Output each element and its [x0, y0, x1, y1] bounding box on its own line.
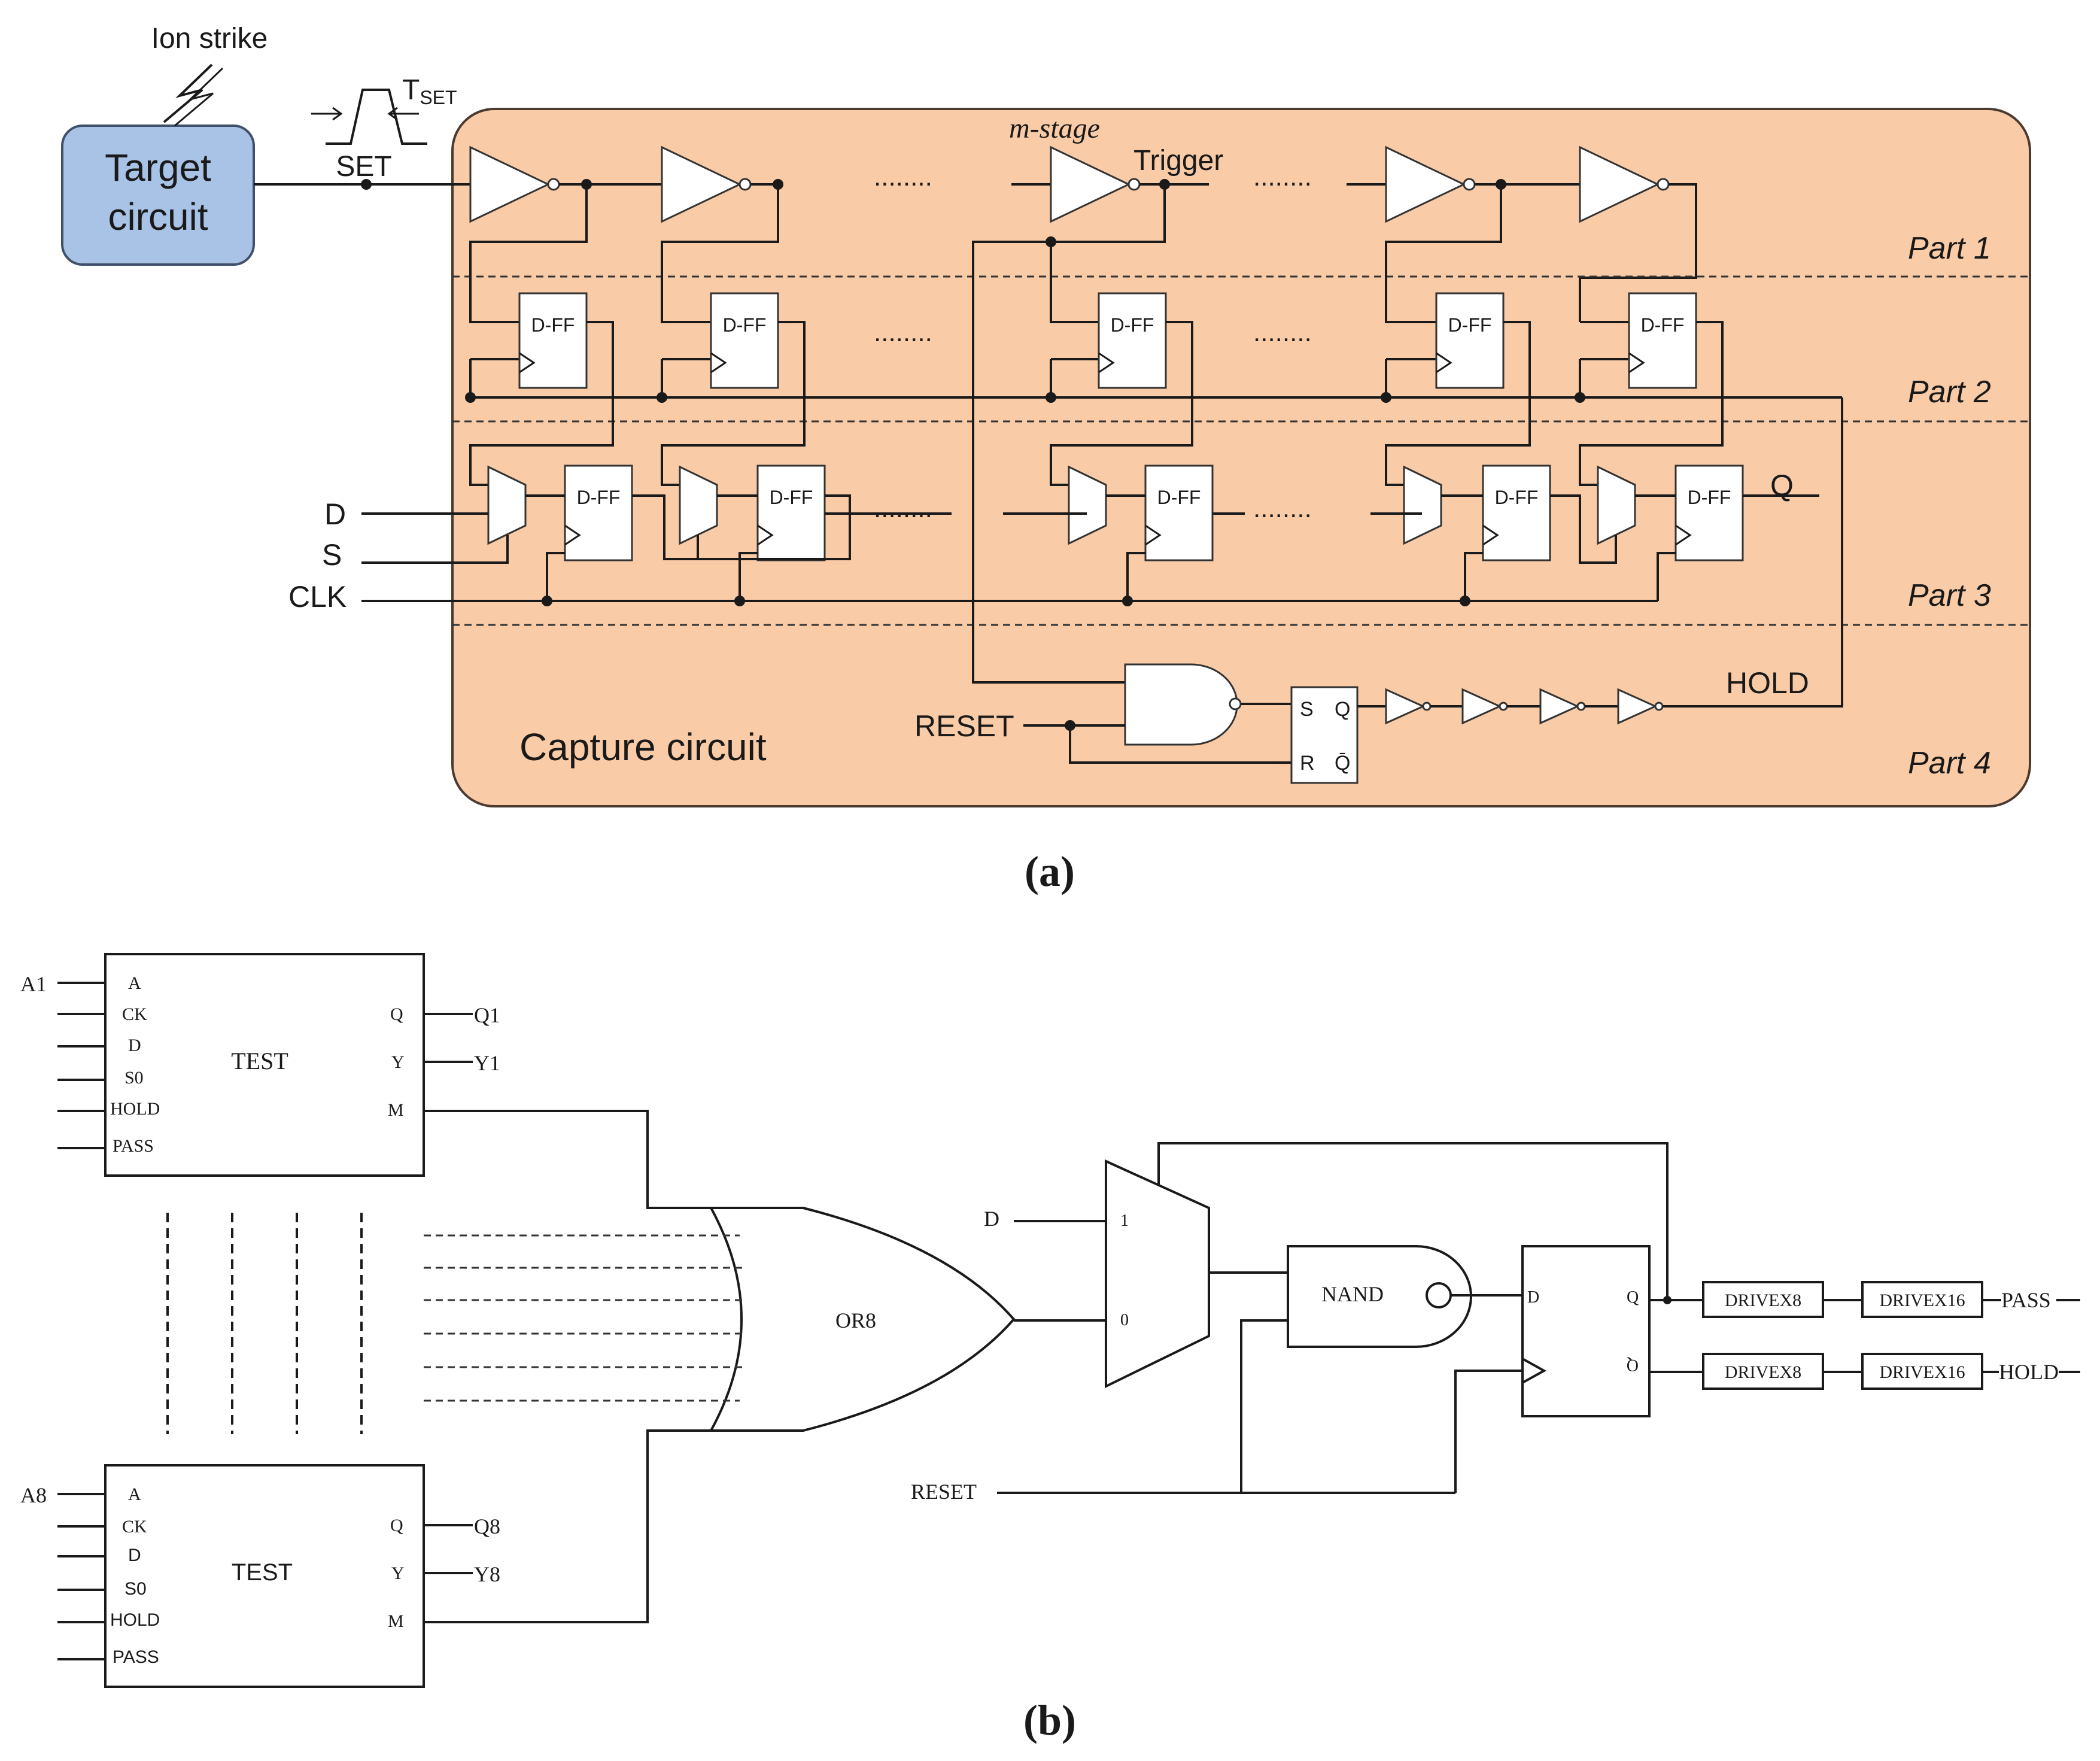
pin-ck-top: CK — [122, 1004, 147, 1024]
pin-q-top: Q — [390, 1004, 403, 1024]
capture-circuit-box — [451, 108, 2031, 807]
sr-r-label: R — [1300, 752, 1315, 775]
caption-b: (b) — [1023, 1696, 1076, 1744]
dff-q-label: Q — [1627, 1288, 1639, 1307]
m-stage-label: m-stage — [1009, 113, 1100, 144]
trigger-label: Trigger — [1133, 145, 1223, 177]
dff-p2-2: D-FF — [723, 314, 767, 336]
mux-b — [1105, 1159, 1210, 1389]
pin-pass-top: PASS — [113, 1136, 154, 1156]
tset-label: TSET — [402, 74, 457, 108]
sr-latch — [1290, 686, 1359, 784]
drivex8-hold-label: DRIVEX8 — [1725, 1362, 1801, 1382]
test-block-bottom — [104, 1464, 425, 1688]
nand-label-b: NAND — [1321, 1282, 1384, 1306]
nand-gate-b — [1287, 1245, 1472, 1348]
output-y8-label: Y8 — [474, 1562, 500, 1586]
dff-d-label: D — [1527, 1288, 1539, 1307]
q-output-label: Q — [1770, 469, 1794, 502]
drivex16-pass-label: DRIVEX16 — [1879, 1291, 1965, 1310]
lightning-bolt-icon-shade — [174, 67, 224, 127]
target-circuit-box — [61, 125, 255, 266]
pin-q-bottom: Q — [390, 1516, 403, 1535]
input-s-label: S — [322, 538, 342, 572]
pass-output-label: PASS — [2001, 1288, 2051, 1312]
part-1-label: Part 1 — [1908, 231, 1991, 266]
pin-a-top: A — [128, 973, 141, 993]
hold-output-label: HOLD — [1999, 1360, 2059, 1384]
dff-p3-4: D-FF — [1495, 487, 1539, 508]
output-y1-label: Y1 — [474, 1051, 500, 1075]
mux-in0-label: 0 — [1120, 1311, 1129, 1329]
dff-p3-2: D-FF — [770, 487, 813, 508]
capture-circuit-label: Capture circuit — [519, 725, 767, 769]
dff-p2-4: D-FF — [1448, 314, 1492, 336]
pin-ck-bottom: CK — [122, 1517, 147, 1537]
pin-m-top: M — [388, 1100, 404, 1120]
dff-p2-3: D-FF — [1111, 314, 1154, 336]
pin-d-bottom: D — [128, 1546, 141, 1565]
output-q1-label: Q1 — [474, 1003, 500, 1027]
ellipsis-5: ........ — [874, 494, 932, 523]
part-3-label: Part 3 — [1908, 578, 1991, 613]
drivex8-pass — [1702, 1281, 1824, 1318]
pin-hold-bottom: HOLD — [110, 1610, 160, 1630]
drivex8-pass-label: DRIVEX8 — [1725, 1291, 1801, 1310]
pin-pass-bottom: PASS — [113, 1647, 159, 1667]
test-label-top: TEST — [231, 1048, 288, 1074]
pin-a-bottom: A — [128, 1484, 141, 1504]
or8-label: OR8 — [835, 1308, 876, 1332]
input-a1-label: A1 — [20, 972, 47, 996]
part-4-label: Part 4 — [1908, 746, 1991, 781]
panel-a: Target circuit Ion strike TSET SET .....… — [61, 23, 2031, 895]
dff-p3-1: D-FF — [577, 487, 621, 508]
pin-hold-top: HOLD — [110, 1099, 160, 1119]
mux-in1-label: 1 — [1120, 1212, 1129, 1230]
ellipsis-2: ........ — [1253, 162, 1312, 192]
lightning-bolt-icon — [163, 63, 213, 123]
panel-b: TEST A CK D S0 HOLD PASS Q Y M A1 Q1 Y1 … — [20, 953, 2080, 1744]
nand-gate-a — [1124, 663, 1238, 746]
pin-m-bottom: M — [388, 1611, 404, 1631]
test-block-top — [104, 953, 425, 1177]
reset-label-a: RESET — [914, 709, 1014, 743]
set-pulse-icon — [326, 89, 427, 145]
test-label-bottom: TEST — [232, 1559, 293, 1586]
dff-p3-3: D-FF — [1157, 487, 1201, 508]
ion-strike-label: Ion strike — [151, 23, 268, 54]
dff-b — [1521, 1245, 1651, 1417]
pin-d-top: D — [128, 1036, 141, 1055]
caption-a: (a) — [1025, 848, 1075, 895]
sr-s-label: S — [1300, 698, 1314, 721]
target-label-line2: circuit — [108, 195, 208, 238]
input-clk-label: CLK — [288, 580, 347, 614]
target-label-line1: Target — [105, 146, 211, 189]
sr-qbar-label: Q̄ — [1335, 752, 1350, 775]
drivex16-hold-label: DRIVEX16 — [1879, 1362, 1965, 1382]
ellipsis-6: ........ — [1253, 494, 1312, 523]
pin-s0-bottom: S0 — [124, 1579, 147, 1599]
pin-y-top: Y — [391, 1052, 405, 1072]
pin-s0-top: S0 — [124, 1068, 144, 1088]
dff-p3-5: D-FF — [1688, 487, 1731, 508]
dff-p2-5: D-FF — [1641, 314, 1685, 336]
sr-q-label: Q — [1335, 698, 1350, 721]
dff-p2-1: D-FF — [531, 314, 575, 336]
dff-qbar-label: Q — [1627, 1356, 1639, 1374]
input-a8-label: A8 — [20, 1483, 47, 1507]
d-input-label-b: D — [984, 1207, 999, 1231]
pin-y-bottom: Y — [391, 1563, 405, 1583]
drivex16-pass — [1861, 1281, 1983, 1318]
ellipsis-3: ........ — [874, 318, 932, 347]
or8-gate — [709, 1207, 1016, 1432]
part-2-label: Part 2 — [1908, 375, 1991, 409]
hold-label-a: HOLD — [1726, 666, 1809, 700]
ellipsis-1: ........ — [874, 162, 932, 192]
drivex16-hold — [1861, 1353, 1983, 1390]
input-d-label: D — [324, 497, 346, 531]
ellipsis-4: ........ — [1253, 318, 1312, 347]
reset-label-b: RESET — [911, 1480, 977, 1504]
output-q8-label: Q8 — [474, 1514, 500, 1538]
set-label: SET — [336, 151, 391, 183]
